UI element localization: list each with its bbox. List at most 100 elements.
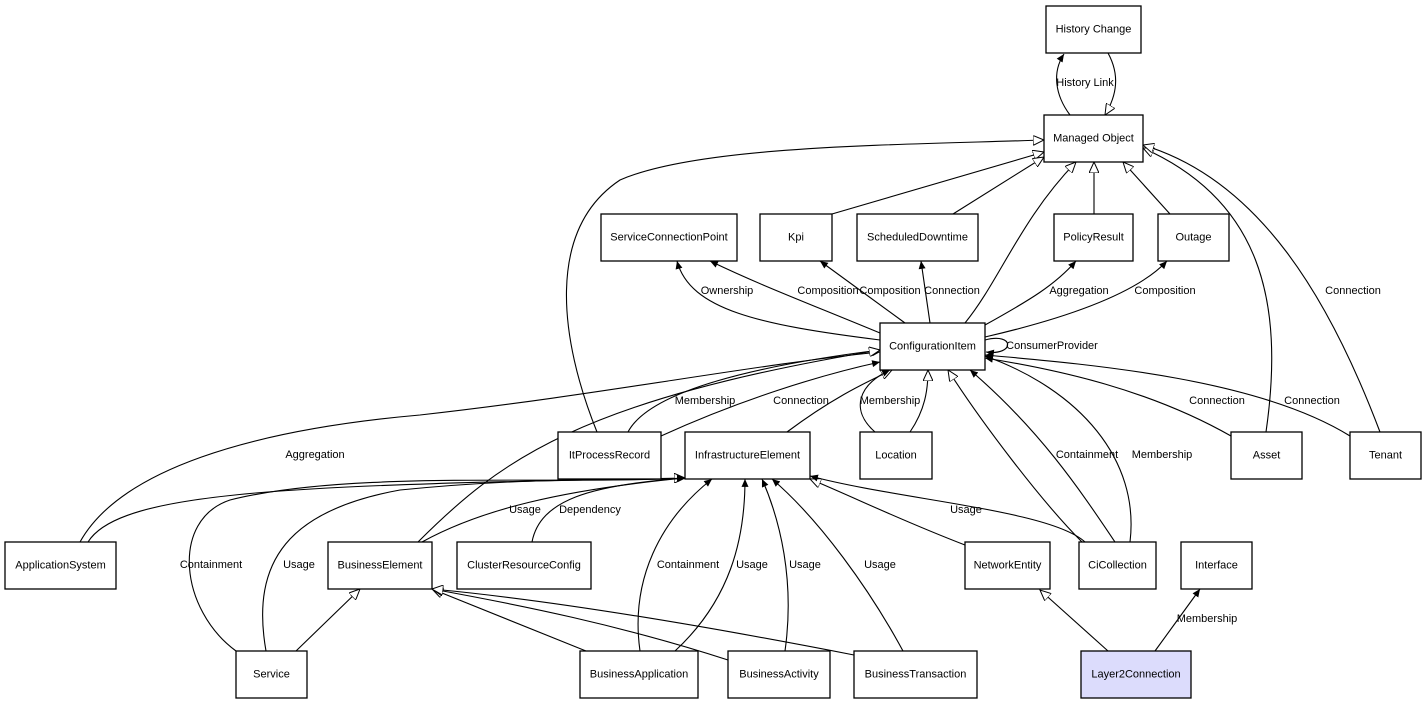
- edge-layer2-connection-to-interface: [1154, 588, 1201, 652]
- node-business-transaction[interactable]: BusinessTransaction: [853, 650, 978, 699]
- node-box: [456, 541, 592, 590]
- node-scheduled-downtime[interactable]: ScheduledDowntime: [856, 213, 979, 262]
- edge-label: Composition: [1134, 285, 1195, 297]
- edge-label: Composition: [797, 285, 858, 297]
- node-infrastructure-element[interactable]: InfrastructureElement: [684, 431, 811, 480]
- node-label: ConfigurationItem: [889, 341, 976, 353]
- node-policy-result[interactable]: PolicyResult: [1053, 213, 1134, 262]
- node-location[interactable]: Location: [859, 431, 933, 480]
- edge-business-transaction-to-business-element: [432, 589, 855, 656]
- node-box: [4, 541, 117, 590]
- node-box: [727, 650, 831, 699]
- node-label: CiCollection: [1088, 560, 1147, 572]
- node-label: Service: [253, 669, 290, 681]
- edge-business-application-to-infrastructure-element: [637, 478, 713, 652]
- edge-label: ConsumerProvider: [1006, 340, 1098, 352]
- node-ci-collection[interactable]: CiCollection: [1078, 541, 1157, 590]
- edge-location-to-configuration-item: [909, 370, 928, 433]
- node-label: ApplicationSystem: [15, 560, 106, 572]
- node-label: BusinessActivity: [739, 669, 819, 681]
- node-box: [1080, 650, 1192, 699]
- node-asset[interactable]: Asset: [1230, 431, 1303, 480]
- edge-label: Aggregation: [285, 449, 344, 461]
- edge-label: Membership: [675, 395, 736, 407]
- node-box: [1180, 541, 1253, 590]
- edge-configuration-item-to-kpi: [819, 260, 906, 324]
- node-box: [1043, 114, 1144, 163]
- node-label: Interface: [1195, 560, 1238, 572]
- edge-label: Usage: [950, 504, 982, 516]
- edge-label: Connection: [1325, 285, 1381, 297]
- edge-kpi-to-managed-object: [831, 152, 1044, 215]
- node-cluster-resource-config[interactable]: ClusterResourceConfig: [456, 541, 592, 590]
- node-service-connection-point[interactable]: ServiceConnectionPoint: [600, 213, 738, 262]
- node-label: InfrastructureElement: [695, 450, 800, 462]
- edge-business-activity-to-business-element: [432, 589, 729, 661]
- edge-label: Dependency: [559, 504, 621, 516]
- node-it-process-record[interactable]: ItProcessRecord: [557, 431, 662, 480]
- node-label: Asset: [1253, 450, 1281, 462]
- edge-label: Containment: [180, 559, 242, 571]
- edge-tenant-to-managed-object: [1143, 145, 1381, 433]
- node-business-application[interactable]: BusinessApplication: [579, 650, 699, 699]
- edge-label: Connection: [773, 395, 829, 407]
- node-service[interactable]: Service: [235, 650, 308, 699]
- node-box: [600, 213, 738, 262]
- edge-asset-to-configuration-item: [984, 355, 1232, 437]
- node-tenant[interactable]: Tenant: [1349, 431, 1422, 480]
- edge-service-to-business-element: [295, 589, 360, 652]
- edge-label: Usage: [789, 559, 821, 571]
- edge-configuration-item-to-service-connection-point: [709, 260, 881, 334]
- node-outage[interactable]: Outage: [1157, 213, 1230, 262]
- edge-label: History Link: [1056, 77, 1114, 89]
- node-label: ItProcessRecord: [569, 450, 650, 462]
- edge-configuration-item-to-configuration-item: [984, 337, 1009, 357]
- node-history-change[interactable]: History Change: [1045, 5, 1142, 54]
- edge-business-application-to-infrastructure-element: [674, 478, 749, 652]
- node-application-system[interactable]: ApplicationSystem: [4, 541, 117, 590]
- node-box: [859, 431, 933, 480]
- node-interface[interactable]: Interface: [1180, 541, 1253, 590]
- edge-label: Usage: [283, 559, 315, 571]
- edge-asset-to-managed-object: [1143, 148, 1273, 433]
- node-label: History Change: [1056, 24, 1132, 36]
- node-box: [1045, 5, 1142, 54]
- node-network-entity[interactable]: NetworkEntity: [964, 541, 1051, 590]
- node-label: ScheduledDowntime: [867, 232, 968, 244]
- edge-label: Membership: [1177, 613, 1238, 625]
- edge-outage-to-managed-object: [1123, 162, 1171, 215]
- edge-managed-object-to-history-change: [1056, 53, 1071, 116]
- edge-configuration-item-to-policy-result: [984, 260, 1077, 326]
- edges-layer: [79, 52, 1381, 661]
- edge-it-process-record-to-configuration-item: [660, 360, 881, 437]
- node-label: PolicyResult: [1063, 232, 1124, 244]
- node-box: [1230, 431, 1303, 480]
- node-kpi[interactable]: Kpi: [759, 213, 833, 262]
- node-box: [684, 431, 811, 480]
- edge-label: Aggregation: [1049, 285, 1108, 297]
- node-box: [1157, 213, 1230, 262]
- node-managed-object[interactable]: Managed Object: [1043, 114, 1144, 163]
- node-business-element[interactable]: BusinessElement: [327, 541, 433, 590]
- edge-label: Connection: [1284, 395, 1340, 407]
- edge-configuration-item-to-service-connection-point: [675, 260, 881, 341]
- edge-configuration-item-to-scheduled-downtime: [918, 260, 931, 324]
- node-label: Tenant: [1369, 450, 1402, 462]
- node-layer2-connection[interactable]: Layer2Connection: [1080, 650, 1192, 699]
- node-business-activity[interactable]: BusinessActivity: [727, 650, 831, 699]
- edge-business-application-to-business-element: [432, 589, 587, 652]
- edge-label: Usage: [736, 559, 768, 571]
- edge-location-to-configuration-item: [859, 369, 891, 433]
- edge-application-system-to-configuration-item: [79, 349, 881, 543]
- node-configuration-item[interactable]: ConfigurationItem: [879, 322, 986, 371]
- node-label: Kpi: [788, 232, 804, 244]
- node-label: ClusterResourceConfig: [467, 560, 581, 572]
- node-box: [853, 650, 978, 699]
- node-label: Location: [875, 450, 917, 462]
- edge-label: Composition: [859, 285, 920, 297]
- edge-ci-collection-to-infrastructure-element: [809, 474, 1086, 543]
- node-label: NetworkEntity: [974, 560, 1042, 572]
